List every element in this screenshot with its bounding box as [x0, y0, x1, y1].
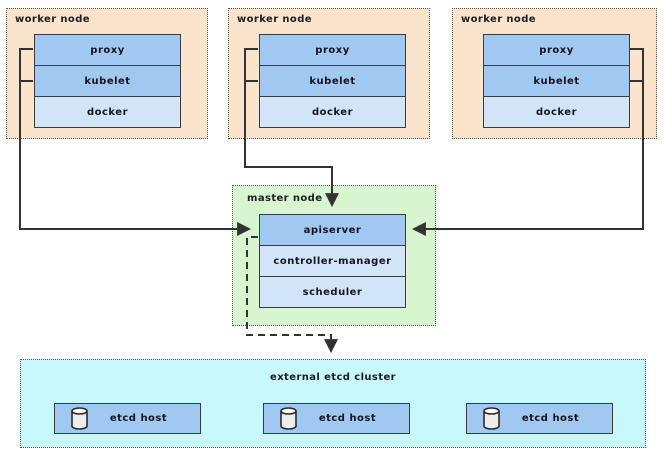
component-proxy: proxy — [483, 34, 630, 66]
etcd-host-2: etcd host — [263, 403, 410, 434]
component-kubelet: kubelet — [483, 65, 630, 97]
external-etcd-cluster: external etcd cluster etcd host etcd hos… — [20, 359, 646, 448]
component-controller-manager: controller-manager — [259, 245, 406, 277]
etcd-cluster-label: external etcd cluster — [270, 372, 396, 383]
worker-node-2-components: proxy kubelet docker — [259, 34, 406, 128]
worker-node-1-label: worker node — [15, 14, 90, 25]
worker-node-3: worker node proxy kubelet docker — [452, 8, 657, 139]
etcd-host-1: etcd host — [54, 403, 201, 434]
component-docker: docker — [34, 96, 181, 128]
etcd-host-3-label: etcd host — [521, 413, 580, 424]
worker-node-1: worker node proxy kubelet docker — [6, 8, 208, 139]
database-cylinder-icon — [280, 407, 297, 430]
etcd-host-3: etcd host — [466, 403, 613, 434]
worker-node-3-label: worker node — [461, 14, 536, 25]
master-node-components: apiserver controller-manager scheduler — [259, 214, 406, 308]
worker-node-2: worker node proxy kubelet docker — [228, 8, 430, 139]
master-node-label: master node — [247, 193, 323, 204]
component-proxy: proxy — [34, 34, 181, 66]
database-cylinder-icon — [483, 407, 500, 430]
worker-node-1-components: proxy kubelet docker — [34, 34, 181, 128]
etcd-host-2-label: etcd host — [318, 413, 377, 424]
worker-node-2-label: worker node — [237, 14, 312, 25]
database-cylinder-icon — [71, 407, 88, 430]
component-docker: docker — [259, 96, 406, 128]
component-scheduler: scheduler — [259, 276, 406, 308]
component-apiserver: apiserver — [259, 214, 406, 246]
component-docker: docker — [483, 96, 630, 128]
master-node: master node apiserver controller-manager… — [232, 185, 436, 326]
component-proxy: proxy — [259, 34, 406, 66]
worker-node-3-components: proxy kubelet docker — [483, 34, 630, 128]
component-kubelet: kubelet — [34, 65, 181, 97]
component-kubelet: kubelet — [259, 65, 406, 97]
etcd-host-1-label: etcd host — [109, 413, 168, 424]
